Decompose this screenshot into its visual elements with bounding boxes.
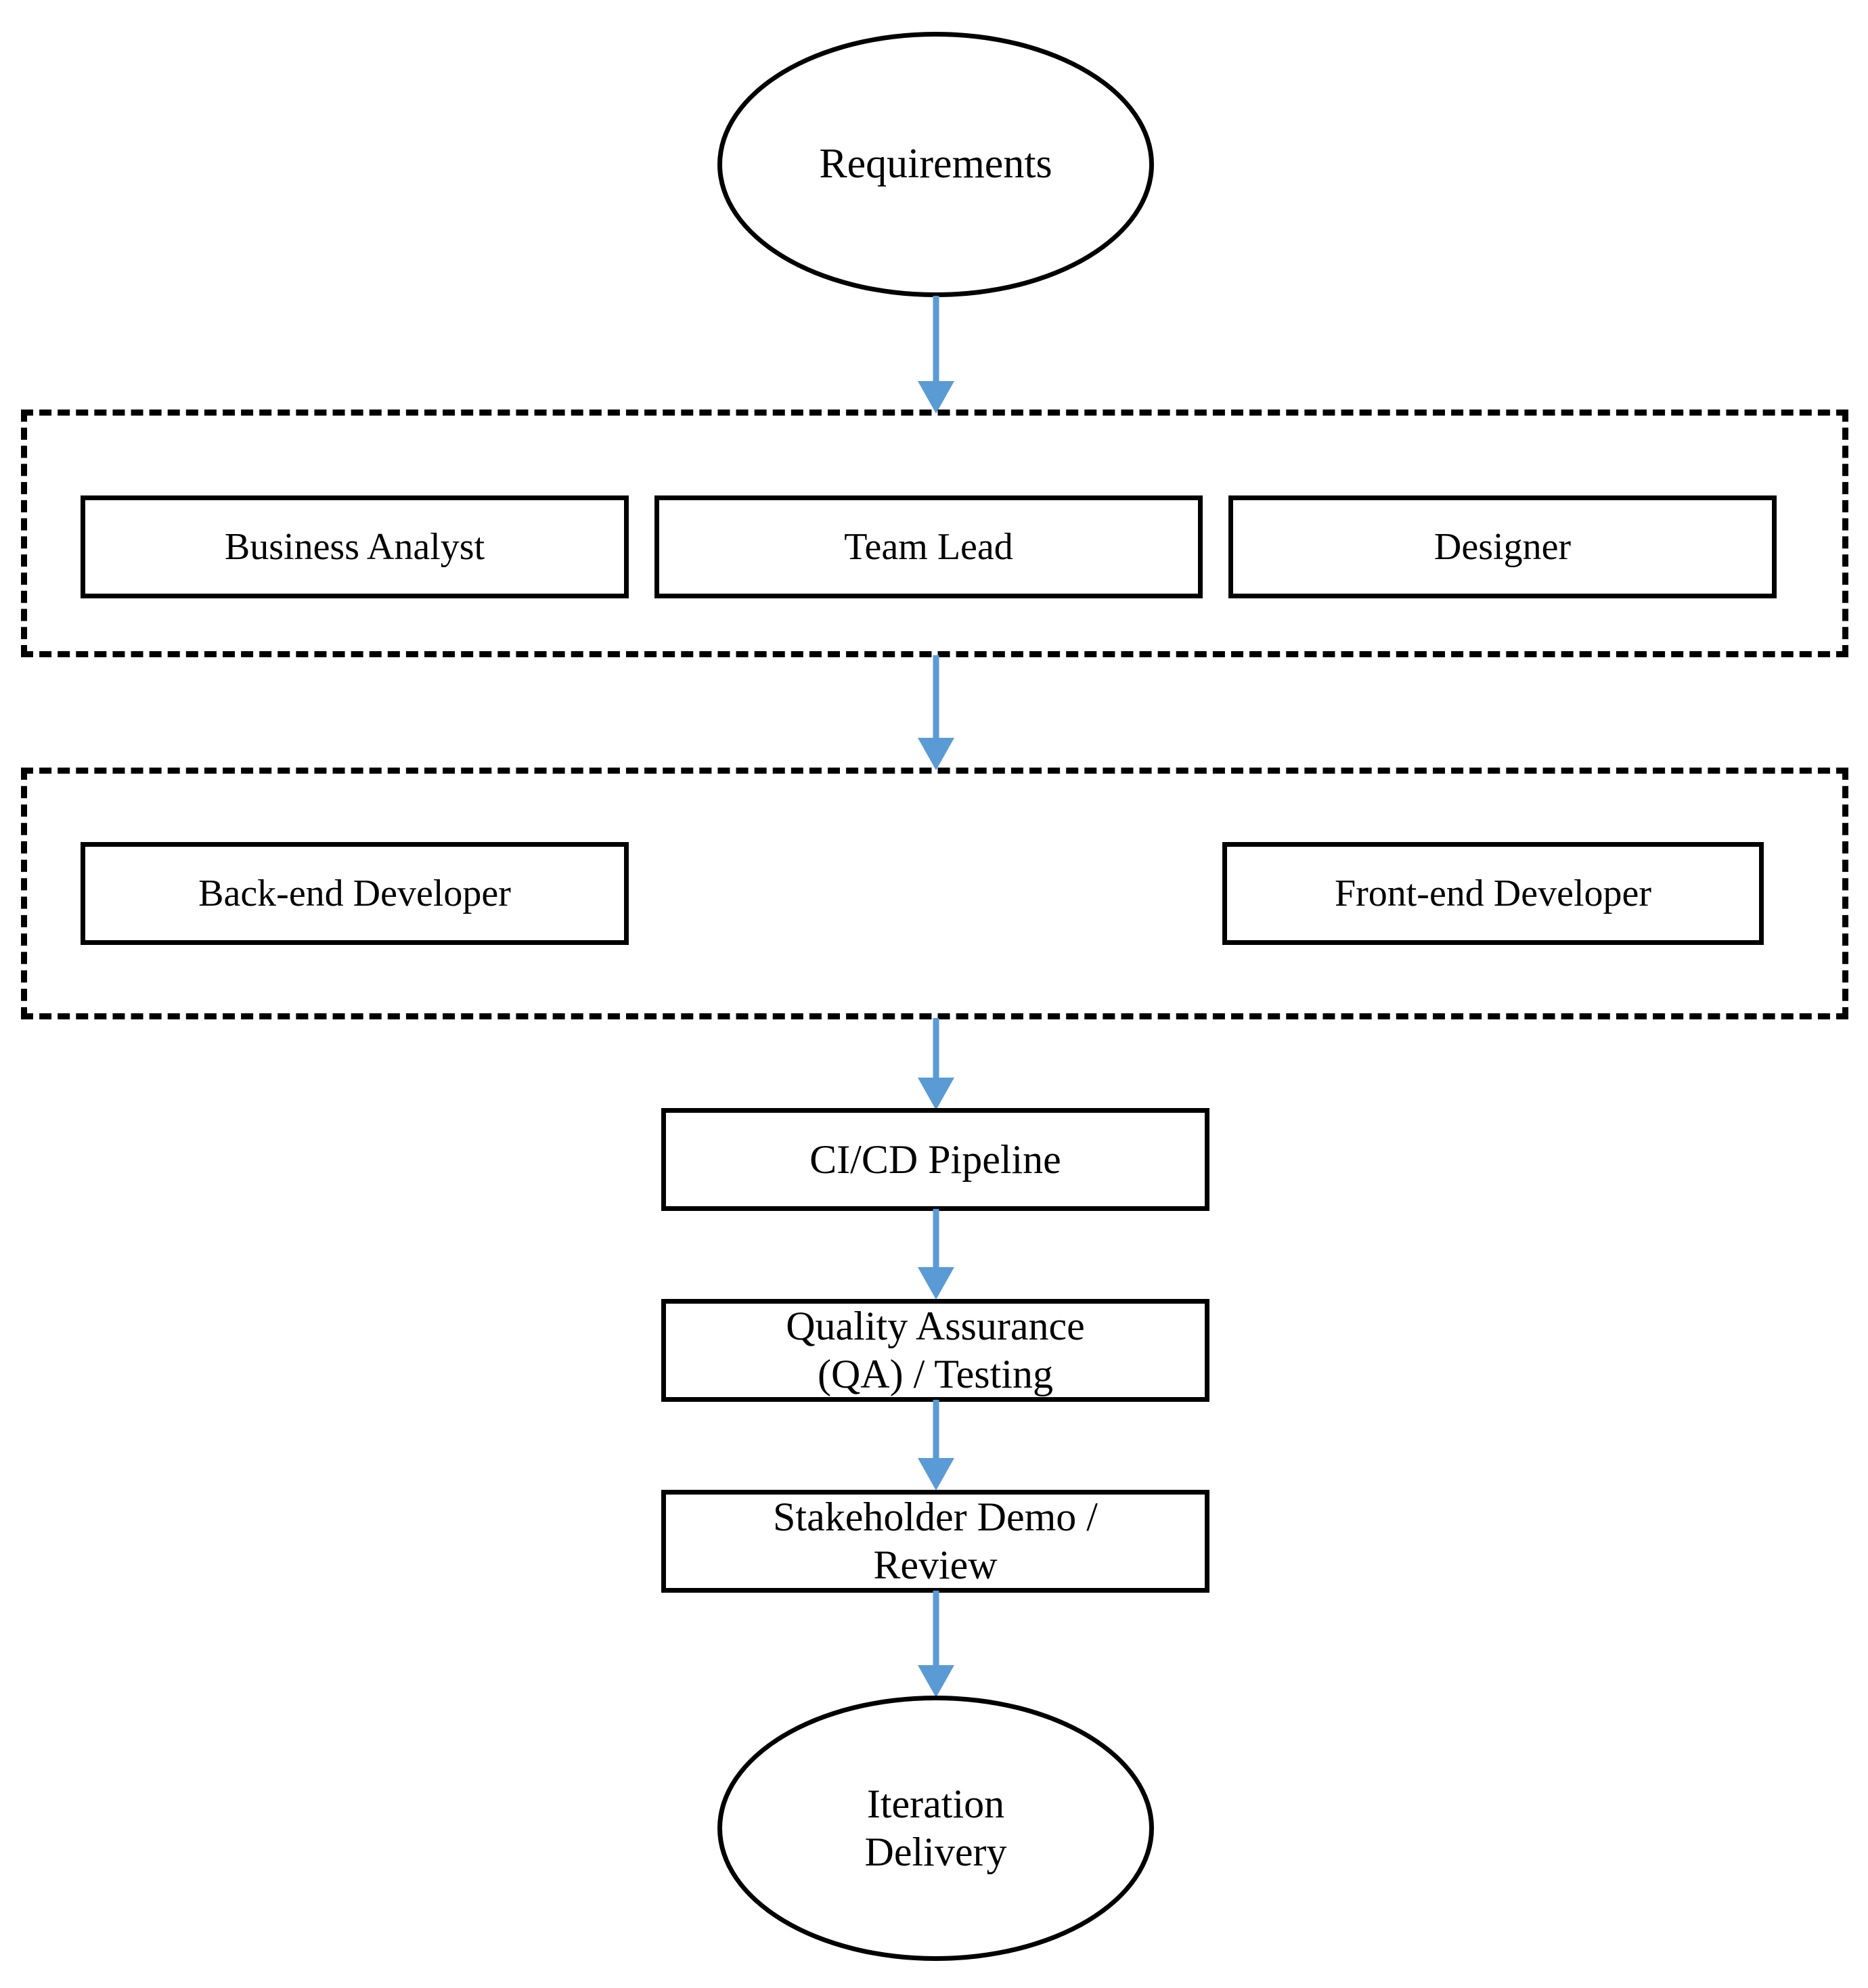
node-stakeholder-demo[interactable]: Stakeholder Demo / Review <box>661 1490 1209 1593</box>
connector-discovery-to-development <box>917 655 955 772</box>
node-stakeholder-demo-label: Stakeholder Demo / Review <box>773 1495 1098 1587</box>
node-requirements-label: Requirements <box>819 141 1052 187</box>
node-designer[interactable]: Designer <box>1228 495 1777 598</box>
node-team-lead-label: Team Lead <box>844 525 1013 568</box>
node-iteration-delivery[interactable]: Iteration Delivery <box>717 1696 1154 1961</box>
node-frontend-developer[interactable]: Front-end Developer <box>1222 842 1764 945</box>
connector-qa-to-stakeholder <box>917 1400 955 1492</box>
node-cicd-pipeline[interactable]: CI/CD Pipeline <box>661 1108 1209 1211</box>
node-requirements[interactable]: Requirements <box>717 32 1154 297</box>
node-backend-developer[interactable]: Back-end Developer <box>81 842 629 945</box>
node-frontend-developer-label: Front-end Developer <box>1334 872 1652 914</box>
node-team-lead[interactable]: Team Lead <box>654 495 1203 598</box>
connector-cicd-to-qa <box>917 1209 955 1301</box>
node-designer-label: Designer <box>1433 525 1572 568</box>
node-business-analyst[interactable]: Business Analyst <box>81 495 629 598</box>
node-backend-developer-label: Back-end Developer <box>198 872 511 914</box>
node-qa-testing[interactable]: Quality Assurance (QA) / Testing <box>661 1299 1209 1402</box>
connector-development-to-cicd <box>917 1018 955 1111</box>
group-development <box>21 768 1848 1019</box>
connector-stakeholder-to-delivery <box>917 1591 955 1699</box>
group-discovery <box>21 410 1848 657</box>
node-cicd-pipeline-label: CI/CD Pipeline <box>809 1136 1061 1182</box>
connector-requirements-to-discovery <box>917 296 955 415</box>
node-iteration-delivery-label: Iteration Delivery <box>864 1782 1007 1874</box>
node-business-analyst-label: Business Analyst <box>224 525 485 568</box>
node-qa-testing-label: Quality Assurance (QA) / Testing <box>786 1304 1085 1396</box>
